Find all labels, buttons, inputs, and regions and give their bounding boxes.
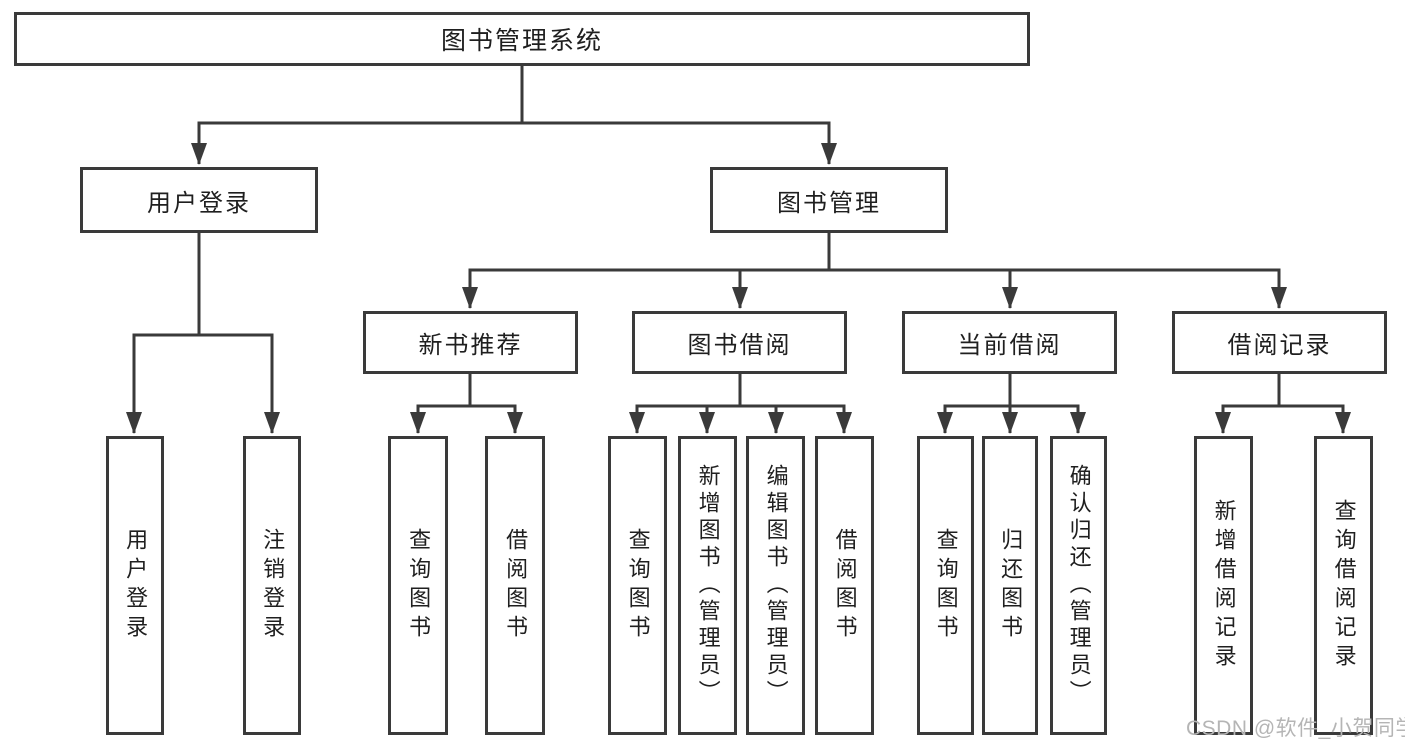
node-user-login: 用户登录 bbox=[80, 167, 318, 233]
node-label: 借阅图书 bbox=[503, 527, 529, 644]
node-borrowing-records: 借阅记录 bbox=[1172, 311, 1387, 374]
node-add-books-admin: 新增图书（管理员） bbox=[678, 436, 737, 735]
node-current-query-books: 查询图书 bbox=[917, 436, 974, 735]
node-label: 归还图书 bbox=[998, 527, 1024, 644]
watermark-text: CSDN @软件_小贺同学 bbox=[1186, 717, 1405, 740]
node-label: 图书管理 bbox=[777, 189, 881, 217]
node-label: 查询图书 bbox=[933, 527, 959, 644]
node-label: 查询图书 bbox=[625, 527, 651, 644]
node-add-borrow-record: 新增借阅记录 bbox=[1194, 436, 1253, 735]
node-borrowing-query-books: 查询图书 bbox=[608, 436, 667, 735]
node-query-borrow-record: 查询借阅记录 bbox=[1314, 436, 1373, 735]
node-recommend-query-books: 查询图书 bbox=[388, 436, 448, 735]
node-label: 图书借阅 bbox=[687, 332, 792, 359]
node-borrowing-borrow-books: 借阅图书 bbox=[815, 436, 874, 735]
node-label: 编辑图书（管理员） bbox=[763, 464, 789, 707]
node-label: 当前借阅 bbox=[957, 332, 1062, 359]
node-return-books: 归还图书 bbox=[982, 436, 1038, 735]
node-label: 注销登录 bbox=[260, 527, 286, 644]
node-label: 新增借阅记录 bbox=[1211, 498, 1237, 673]
node-book-borrowing: 图书借阅 bbox=[632, 311, 847, 374]
node-logout-action: 注销登录 bbox=[243, 436, 301, 735]
node-edit-books-admin: 编辑图书（管理员） bbox=[746, 436, 805, 735]
node-confirm-return-admin: 确认归还（管理员） bbox=[1050, 436, 1107, 735]
node-label: 新增图书（管理员） bbox=[695, 464, 721, 707]
node-label: 新书推荐 bbox=[418, 332, 523, 359]
node-label: 查询图书 bbox=[406, 527, 432, 644]
node-new-book-recommendation: 新书推荐 bbox=[363, 311, 578, 374]
node-current-borrowing: 当前借阅 bbox=[902, 311, 1117, 374]
connector-arrows bbox=[126, 123, 1351, 434]
node-library-management-system: 图书管理系统 bbox=[14, 12, 1030, 66]
node-label: 借阅记录 bbox=[1227, 332, 1332, 359]
node-label: 查询借阅记录 bbox=[1331, 498, 1357, 673]
node-label: 借阅图书 bbox=[832, 527, 858, 644]
node-user-login-action: 用户登录 bbox=[106, 436, 164, 735]
node-label: 用户登录 bbox=[147, 189, 251, 217]
node-label: 图书管理系统 bbox=[440, 27, 603, 55]
node-book-management: 图书管理 bbox=[710, 167, 948, 233]
node-label: 确认归还（管理员） bbox=[1066, 464, 1092, 707]
node-recommend-borrow-books: 借阅图书 bbox=[485, 436, 545, 735]
node-label: 用户登录 bbox=[123, 527, 149, 644]
